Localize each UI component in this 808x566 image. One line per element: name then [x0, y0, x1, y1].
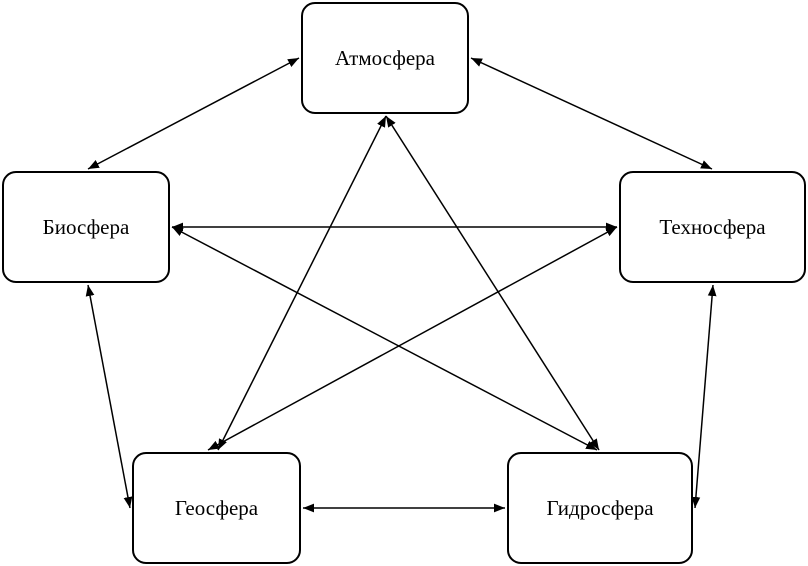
node-hydrosphere: Гидросфера — [507, 452, 693, 564]
node-atmosphere: Атмосфера — [301, 2, 469, 114]
arrow-technosphere-geosphere — [207, 226, 618, 451]
node-technosphere: Техносфера — [619, 171, 806, 283]
arrow-atmosphere-biosphere — [87, 57, 300, 170]
node-biosphere: Биосфера — [2, 171, 170, 283]
node-biosphere-label: Биосфера — [42, 214, 130, 239]
arrow-atmosphere-hydrosphere — [385, 115, 600, 451]
node-hydrosphere-label: Гидросфера — [546, 495, 654, 520]
arrow-technosphere-hydrosphere — [691, 284, 717, 509]
node-technosphere-label: Техносфера — [659, 214, 766, 239]
arrow-atmosphere-geosphere — [217, 115, 387, 451]
arrow-biosphere-hydrosphere — [171, 226, 598, 451]
node-geosphere-label: Геосфера — [174, 495, 259, 520]
node-atmosphere-label: Атмосфера — [335, 45, 435, 70]
arrow-atmosphere-technosphere — [470, 57, 713, 170]
arrow-biosphere-geosphere — [85, 284, 133, 509]
node-geosphere: Геосфера — [132, 452, 301, 564]
